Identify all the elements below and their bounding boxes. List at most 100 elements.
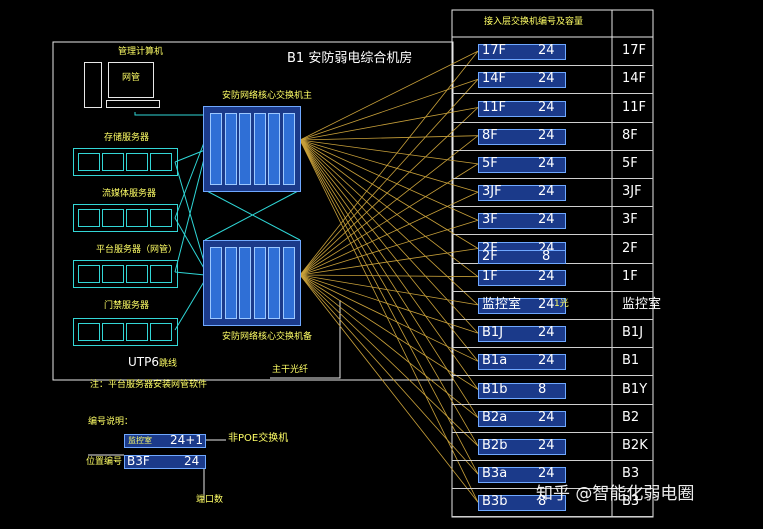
- access-switch: [478, 410, 566, 427]
- fiber-link: [299, 50, 479, 276]
- access-switch-ports: 24: [538, 325, 555, 341]
- access-switch: [478, 354, 566, 371]
- server-link: [174, 217, 206, 271]
- legend-title: 编号说明：: [88, 417, 134, 427]
- pc-tower: [84, 62, 102, 108]
- room-title-text: B1 安防弱电综合机房: [287, 51, 413, 66]
- access-switch: [478, 72, 566, 89]
- fiber-link: [299, 274, 479, 475]
- table-row-divider: [452, 403, 653, 405]
- access-switch: [478, 326, 566, 343]
- table-row-divider: [452, 290, 653, 292]
- switch-slot: [224, 247, 237, 319]
- switch-slot: [268, 247, 280, 319]
- server-bay: [126, 209, 148, 227]
- access-switch-code: B1b: [482, 381, 508, 397]
- server-bay: [78, 323, 100, 341]
- table-row-divider: [452, 65, 653, 67]
- table-row-divider: [452, 516, 653, 518]
- fiber-link: [299, 139, 479, 165]
- access-switch-code: B1J: [482, 325, 504, 341]
- table-row-divider: [452, 206, 653, 208]
- platform-server: [73, 260, 178, 288]
- room-title: B1 安防弱电综合机房: [287, 52, 412, 65]
- server-bay: [126, 323, 148, 341]
- access-switch-ports: 24: [538, 99, 555, 115]
- fiber-link: [299, 219, 479, 276]
- access-switch-ports: 8: [538, 381, 547, 397]
- table-row-divider: [452, 460, 653, 461]
- legend-sample-switch-top: [124, 434, 206, 448]
- fiber-link: [299, 50, 479, 141]
- fiber-link: [299, 274, 479, 362]
- access-switch: [478, 297, 566, 314]
- computer-icon: 网管: [84, 60, 164, 110]
- access-switch: [478, 382, 566, 399]
- switch-slot: [282, 113, 295, 185]
- table-row-divider: [452, 347, 653, 349]
- server-link: [174, 149, 206, 163]
- access-switch-ports: 24: [538, 353, 555, 369]
- floor-label: B3: [622, 466, 640, 482]
- access-switch: [478, 467, 566, 484]
- server-link: [174, 271, 206, 276]
- access-switch-code: 1F: [482, 268, 498, 284]
- access-switch-ports: 24: [538, 409, 555, 425]
- floor-label: B1Y: [622, 381, 648, 397]
- server-link: [174, 139, 206, 219]
- access-switch: [478, 213, 566, 230]
- access-switch-second: [478, 249, 566, 264]
- switch-slot: [210, 247, 222, 319]
- server-bay: [150, 153, 172, 171]
- legend-sample-switch: [124, 455, 206, 469]
- floor-label: B1J: [622, 325, 644, 341]
- pc-link: [134, 112, 205, 116]
- table-row-divider: [452, 488, 653, 490]
- access-switch-ports-suffix: 1光: [554, 298, 569, 309]
- server-bay: [150, 265, 172, 283]
- access-switch-code: 3JF: [482, 184, 502, 200]
- access-switch: [478, 156, 566, 173]
- access-switch-ports: 8: [538, 494, 547, 510]
- switch-slot: [253, 113, 266, 185]
- fiber-link: [299, 139, 479, 447]
- switch-slot: [239, 113, 251, 185]
- fiber-link: [299, 139, 479, 193]
- access-switch-code: B1a: [482, 353, 508, 369]
- fiber-link: [299, 274, 479, 390]
- switch-slot: [239, 247, 251, 319]
- access-switch-ports: 24: [538, 184, 555, 200]
- legend-sample-loc: 监控室: [128, 436, 152, 445]
- access-switch-code: B3b: [482, 494, 508, 510]
- table-header: 接入层交换机编号及容量: [484, 17, 584, 27]
- legend-loc-label: 位置编号: [86, 457, 123, 467]
- floor-label: 监控室: [622, 296, 662, 312]
- stream-server: [73, 204, 178, 232]
- access-switch-code: 11F: [482, 99, 507, 115]
- table-row-divider: [452, 121, 653, 123]
- access-switch: [478, 185, 566, 202]
- access-switch-ports: 24: [538, 43, 555, 59]
- platform-server-label: 平台服务器（网管）: [96, 245, 178, 255]
- fiber-link: [299, 139, 479, 418]
- fiber-link: [299, 139, 479, 334]
- server-bay: [150, 209, 172, 227]
- access-switch-ports: 24: [538, 437, 555, 453]
- access-switch-code: 5F: [482, 155, 498, 171]
- switch-slot: [210, 113, 222, 185]
- access-switch: [478, 128, 566, 145]
- server-link: [174, 154, 206, 273]
- server-bay: [126, 265, 148, 283]
- floor-label: 8F: [622, 127, 638, 143]
- fiber-link: [299, 248, 479, 276]
- server-bay: [78, 209, 100, 227]
- fiber-link: [299, 139, 479, 249]
- fiber-link: [299, 139, 479, 278]
- fiber-link: [299, 135, 479, 276]
- floor-label: 11F: [622, 99, 647, 115]
- mgmt-pc-label: 管理计算机: [118, 47, 164, 57]
- utp-label-suffix: 跳线: [158, 359, 177, 369]
- table-row-divider: [452, 234, 653, 236]
- fiber-link: [299, 163, 479, 276]
- floor-label: 1F: [622, 268, 638, 284]
